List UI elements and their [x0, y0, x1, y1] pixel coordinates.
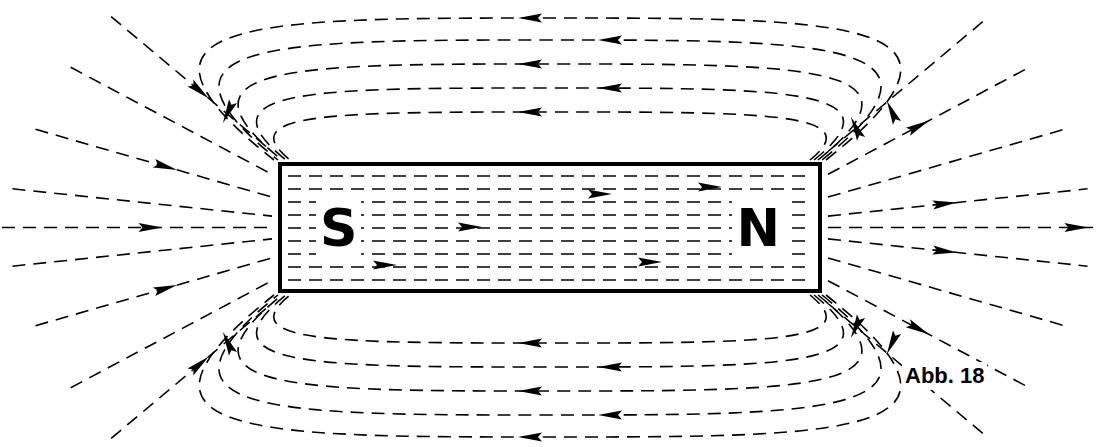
field-line	[111, 304, 272, 439]
field-line	[71, 281, 272, 388]
field-arrow	[518, 387, 542, 396]
field-line	[828, 189, 1088, 216]
field-arrow	[518, 339, 542, 348]
field-line	[36, 258, 272, 326]
field-loop	[238, 295, 862, 391]
pole-letter: S	[316, 200, 361, 256]
field-arrow	[153, 281, 179, 296]
field-line	[828, 129, 1064, 197]
inner-field-line	[288, 279, 812, 281]
field-arrow	[698, 183, 722, 192]
field-loop	[199, 295, 900, 437]
inner-field-line	[288, 188, 812, 190]
field-loop	[219, 295, 881, 415]
field-arrow	[932, 245, 957, 256]
field-arrow	[598, 411, 622, 420]
field-arrow	[932, 198, 957, 209]
field-line	[828, 227, 1098, 229]
field-line	[36, 129, 272, 197]
field-loop	[257, 295, 844, 367]
field-line	[828, 239, 1088, 266]
figure-number: Abb. 18	[902, 362, 987, 390]
field-arrow	[188, 353, 212, 375]
field-arrow	[598, 363, 622, 372]
field-loop	[219, 40, 881, 160]
field-loop	[274, 295, 827, 343]
field-line	[828, 67, 1029, 174]
field-arrow	[518, 433, 542, 442]
field-arrow	[139, 223, 163, 232]
field-line	[828, 258, 1064, 326]
field-arrow	[638, 258, 662, 267]
field-arrow	[906, 319, 931, 338]
field-arrow	[153, 159, 179, 174]
field-line	[71, 67, 272, 174]
field-arrow	[518, 60, 542, 69]
field-loop	[238, 64, 862, 160]
field-arrow	[458, 223, 482, 232]
bar-magnet: SN	[278, 162, 822, 293]
field-arrow	[906, 117, 931, 136]
field-line	[12, 189, 272, 216]
field-arrow	[598, 36, 622, 45]
field-line	[12, 239, 272, 266]
field-loop	[199, 18, 900, 160]
field-arrow	[188, 80, 212, 102]
inner-field-line	[288, 175, 812, 177]
field-arrow	[598, 84, 622, 93]
field-arrow	[518, 14, 542, 23]
field-arrow	[1064, 223, 1088, 232]
field-line	[2, 227, 272, 229]
pole-letter: N	[732, 200, 784, 256]
field-loop	[274, 112, 827, 160]
inner-field-line	[288, 266, 812, 268]
field-arrow	[588, 190, 612, 199]
field-arrow	[518, 108, 542, 117]
field-line	[828, 304, 989, 439]
field-arrow	[373, 261, 397, 270]
field-loop	[257, 88, 844, 160]
